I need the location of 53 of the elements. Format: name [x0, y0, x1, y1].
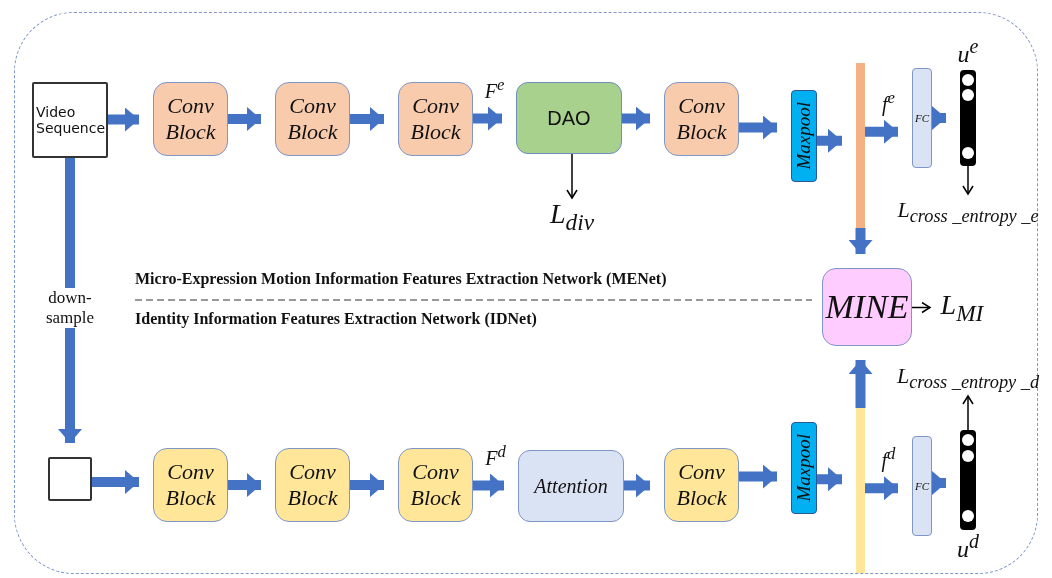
block-arrow — [473, 106, 502, 131]
conv-block: Conv Block — [153, 82, 228, 156]
loss-label: L$_{cross _entropy _d}$ — [893, 360, 1043, 396]
block-arrow — [865, 119, 898, 144]
block-arrow — [848, 228, 873, 254]
block-arrow — [228, 473, 261, 497]
block-arrow — [624, 473, 650, 498]
block-arrow — [473, 473, 504, 498]
edge-label: f$^{d}$ — [879, 445, 898, 472]
block-arrow — [92, 470, 139, 494]
block-arrow — [932, 471, 946, 495]
feature-bar — [856, 63, 865, 228]
block-arrow — [350, 107, 384, 131]
block-arrow — [932, 106, 946, 130]
block-arrow — [848, 360, 873, 408]
block-arrow — [739, 115, 777, 140]
loss-label: L$_{div}$ — [540, 198, 604, 236]
mine-module: MINE — [822, 268, 912, 346]
block-arrow — [739, 464, 777, 489]
vector-label: u$^{e}$ — [957, 35, 979, 68]
input-frame: Video Sequence — [32, 82, 108, 158]
conv-block: Conv Block — [153, 448, 228, 522]
conv-block: Conv Block — [664, 82, 739, 156]
loss-label: L$_{cross _entropy _e}$ — [893, 194, 1043, 230]
attention-module: Attention — [518, 450, 624, 522]
dao-module: DAO — [516, 82, 622, 154]
arrow — [962, 165, 974, 195]
fc-layer: FC — [912, 436, 932, 536]
maxpool-layer: Maxpool — [791, 90, 817, 182]
conv-block: Conv Block — [275, 448, 350, 522]
block-arrow — [817, 128, 842, 153]
arrow — [911, 301, 931, 314]
input-frame — [48, 457, 92, 501]
vector-label: u$^{d}$ — [957, 530, 979, 563]
network-title: Micro-Expression Motion Information Features Extraction Network (MENet) — [135, 270, 667, 288]
block-arrow — [228, 107, 261, 131]
block-arrow — [817, 467, 842, 492]
block-arrow — [350, 473, 384, 497]
block-arrow — [58, 158, 82, 443]
network-title: Identity Information Features Extraction Network (IDNet) — [135, 310, 537, 328]
conv-block: Conv Block — [398, 448, 473, 522]
block-arrow — [108, 107, 139, 132]
arrow — [962, 395, 974, 431]
maxpool-layer: Maxpool — [791, 422, 817, 514]
fc-layer: FC — [912, 68, 932, 168]
conv-block: Conv Block — [664, 448, 739, 522]
feature-bar — [856, 408, 865, 573]
arrow — [566, 153, 578, 199]
block-arrow — [622, 106, 650, 131]
loss-label: L$_{MI}$ — [930, 290, 994, 326]
conv-block: Conv Block — [398, 82, 473, 156]
conv-block: Conv Block — [275, 82, 350, 156]
block-arrow — [865, 476, 898, 501]
